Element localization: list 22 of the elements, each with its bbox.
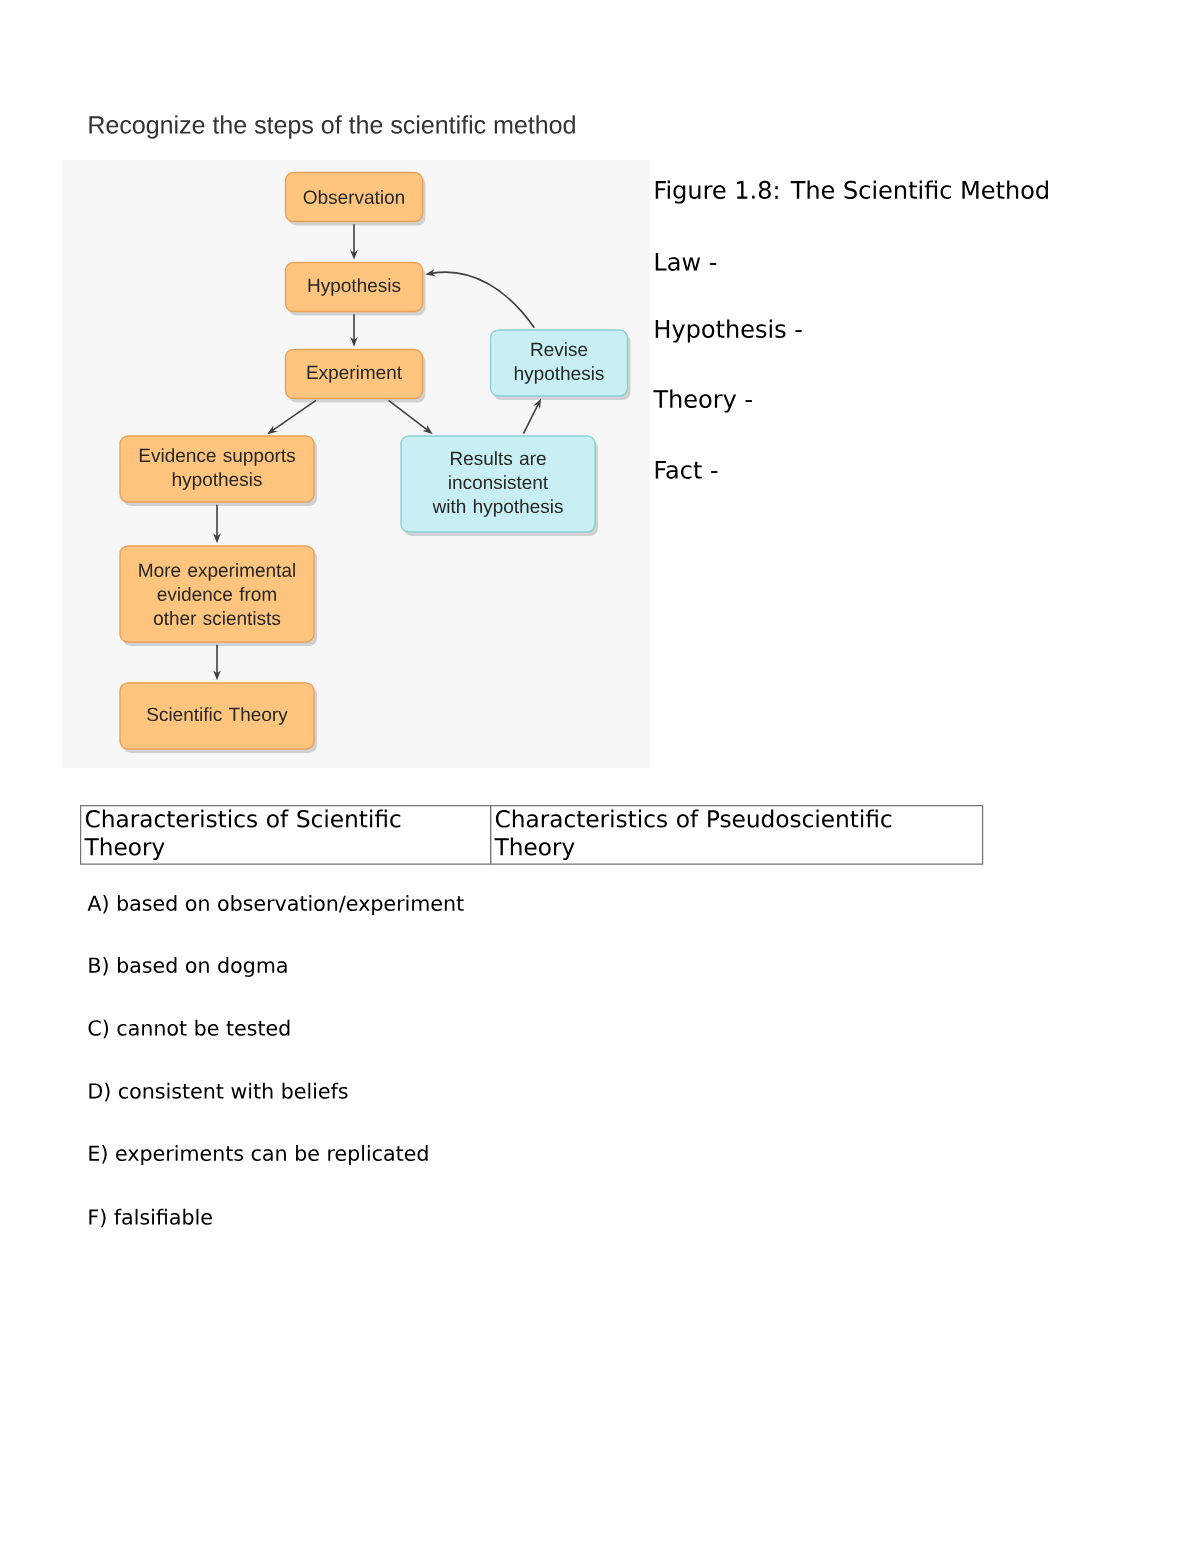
answer-option: D) consistent with beliefs [89, 1082, 348, 1102]
answer-option: B) based on dogma [89, 957, 287, 977]
answer-option: F) falsifiable [89, 1208, 212, 1228]
step-box: More experimental evidence from other scientists [119, 545, 315, 643]
revision-box: Revise hypothesis [489, 329, 629, 397]
table-header-cell: Characteristics of Pseudoscientific Theory [490, 805, 984, 865]
term-label: Theory - [653, 389, 752, 413]
figure-caption: Figure 1.8: The Scientific Method [655, 180, 1048, 204]
step-box: Evidence supports hypothesis [119, 435, 315, 503]
term-label: Hypothesis - [655, 319, 802, 343]
term-label: Fact - [655, 461, 718, 479]
step-box: Observation [284, 171, 424, 223]
step-box: Experiment [284, 348, 424, 400]
step-box: Hypothesis [284, 261, 424, 313]
answer-option: E) experiments can be replicated [89, 1145, 428, 1165]
step-box: Scientific Theory [119, 682, 315, 750]
heading: Recognize the steps of the scientific method [89, 115, 575, 139]
table-header-cell: Characteristics of Scientific Theory [80, 805, 492, 865]
term-label: Law - [655, 253, 717, 271]
answer-option: A) based on observation/experiment [87, 895, 464, 915]
revision-box: Results are inconsistent with hypothesis [400, 435, 596, 533]
answer-option: C) cannot be tested [88, 1019, 290, 1039]
